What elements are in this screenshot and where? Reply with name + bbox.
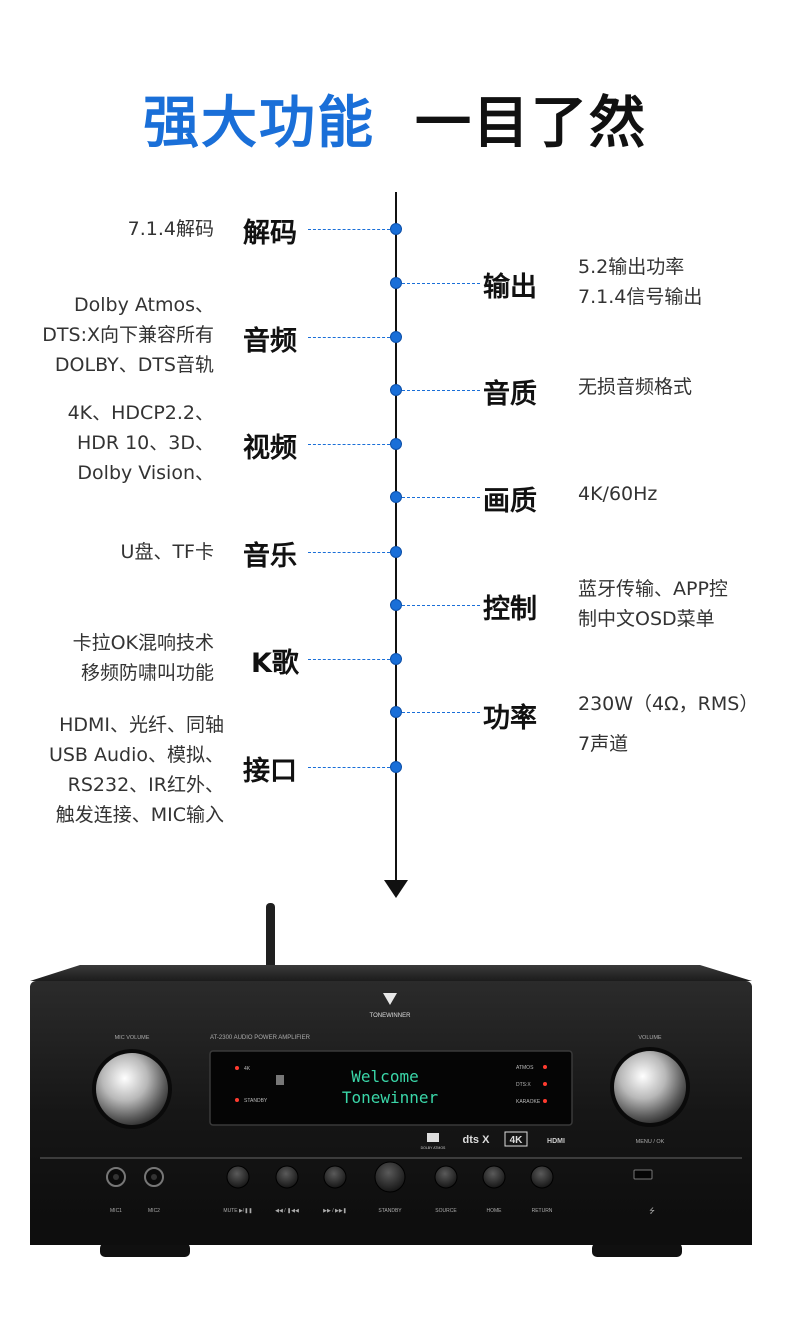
connector bbox=[402, 712, 480, 713]
svg-text:SOURCE: SOURCE bbox=[435, 1208, 457, 1214]
connector bbox=[308, 552, 390, 553]
source-button bbox=[434, 1165, 458, 1189]
usb-port bbox=[633, 1169, 653, 1180]
foot-right bbox=[592, 1243, 682, 1257]
bottom-strip bbox=[30, 1225, 752, 1245]
title-highlight: 强大功能 bbox=[143, 91, 375, 156]
foot-left bbox=[100, 1243, 190, 1257]
feature-label: 画质 bbox=[483, 486, 537, 517]
svg-text:KARAOKE: KARAOKE bbox=[516, 1099, 541, 1105]
feature-desc: U盘、TF卡 bbox=[120, 541, 214, 563]
feature-label: 输出 bbox=[483, 272, 537, 303]
svg-text:MENU / OK: MENU / OK bbox=[636, 1139, 665, 1145]
svg-text:Welcome: Welcome bbox=[351, 1067, 418, 1086]
timeline-dot bbox=[390, 761, 402, 773]
antenna bbox=[266, 903, 275, 971]
svg-text:MIC VOLUME: MIC VOLUME bbox=[115, 1035, 150, 1041]
av-receiver-image: TONEWINNER AT-2300 AUDIO POWER AMPLIFIER… bbox=[30, 903, 752, 1257]
svg-text:DOLBY ATMOS: DOLBY ATMOS bbox=[421, 1146, 446, 1150]
svg-text:VOLUME: VOLUME bbox=[638, 1035, 662, 1041]
feature-label: 控制 bbox=[483, 594, 537, 625]
vfd-display bbox=[209, 1050, 573, 1126]
svg-text:HOME: HOME bbox=[487, 1208, 503, 1214]
connector bbox=[308, 767, 390, 768]
timeline-dot bbox=[390, 438, 402, 450]
svg-text:dts X: dts X bbox=[463, 1134, 491, 1146]
svg-text:Tonewinner: Tonewinner bbox=[342, 1088, 439, 1107]
connector bbox=[402, 283, 480, 284]
timeline-arrow-icon bbox=[384, 880, 408, 898]
feature-label: 接口 bbox=[243, 756, 297, 787]
svg-text:ATMOS: ATMOS bbox=[516, 1065, 534, 1071]
timeline-dot bbox=[390, 277, 402, 289]
svg-text:MIC1: MIC1 bbox=[110, 1208, 122, 1214]
timeline-dot bbox=[390, 384, 402, 396]
feature-desc: 卡拉OK混响技术移频防啸叫功能 bbox=[72, 632, 214, 684]
svg-text:4K: 4K bbox=[510, 1135, 524, 1146]
connector bbox=[402, 497, 480, 498]
feature-label: 功率 bbox=[483, 703, 537, 734]
prev-button bbox=[275, 1165, 299, 1189]
svg-text:MUTE ▶/❚❚: MUTE ▶/❚❚ bbox=[223, 1208, 252, 1214]
feature-label: 视频 bbox=[243, 433, 297, 464]
connector bbox=[308, 229, 390, 230]
connector bbox=[402, 390, 480, 391]
svg-text:RETURN: RETURN bbox=[532, 1208, 553, 1214]
page-title: 强大功能一目了然 bbox=[0, 88, 790, 160]
feature-label: 解码 bbox=[243, 218, 297, 249]
home-button bbox=[482, 1165, 506, 1189]
svg-text:DTS:X: DTS:X bbox=[516, 1082, 531, 1088]
svg-text:◀◀ / ❚◀◀: ◀◀ / ❚◀◀ bbox=[275, 1208, 299, 1214]
feature-desc: 无损音频格式 bbox=[578, 376, 693, 398]
standby-button bbox=[374, 1161, 406, 1193]
feature-label: 音乐 bbox=[243, 541, 297, 572]
feature-desc: 230W（4Ω，RMS）7声道 bbox=[578, 693, 759, 755]
feature-label: K歌 bbox=[251, 648, 299, 679]
svg-text:AT-2300 AUDIO POWER AMPLIFIER: AT-2300 AUDIO POWER AMPLIFIER bbox=[210, 1035, 311, 1041]
timeline-dot bbox=[390, 331, 402, 343]
timeline-dot bbox=[390, 653, 402, 665]
title-rest: 一目了然 bbox=[415, 91, 647, 156]
timeline-dot bbox=[390, 706, 402, 718]
return-button bbox=[530, 1165, 554, 1189]
svg-text:STANDBY: STANDBY bbox=[378, 1208, 402, 1214]
feature-label: 音质 bbox=[483, 379, 537, 410]
feature-label: 音频 bbox=[243, 326, 297, 357]
feature-desc: 4K、HDCP2.2、HDR 10、3D、Dolby Vision、 bbox=[67, 402, 214, 484]
svg-text:HDMI: HDMI bbox=[547, 1138, 565, 1145]
connector bbox=[308, 444, 390, 445]
timeline-line bbox=[395, 192, 397, 882]
feature-desc: 蓝牙传输、APP控制中文OSD菜单 bbox=[578, 578, 728, 630]
timeline-dot bbox=[390, 491, 402, 503]
feature-desc: 7.1.4解码 bbox=[127, 218, 214, 240]
feature-desc: 4K/60Hz bbox=[578, 483, 658, 505]
timeline-dot bbox=[390, 223, 402, 235]
connector bbox=[308, 337, 390, 338]
mute-button bbox=[226, 1165, 250, 1189]
svg-text:4K: 4K bbox=[244, 1066, 251, 1072]
brand-logo-icon bbox=[383, 993, 397, 1005]
next-button bbox=[323, 1165, 347, 1189]
svg-text:MIC2: MIC2 bbox=[148, 1208, 160, 1214]
svg-text:TONEWINNER: TONEWINNER bbox=[370, 1013, 412, 1019]
svg-text:STANDBY: STANDBY bbox=[244, 1098, 268, 1104]
timeline-dot bbox=[390, 599, 402, 611]
svg-text:⭍: ⭍ bbox=[649, 1207, 655, 1215]
connector bbox=[308, 659, 390, 660]
connector bbox=[402, 605, 480, 606]
top-lid bbox=[30, 965, 752, 981]
lower-panel bbox=[40, 1157, 742, 1159]
timeline-dot bbox=[390, 546, 402, 558]
svg-text:▶▶ / ▶▶❚: ▶▶ / ▶▶❚ bbox=[323, 1208, 347, 1214]
